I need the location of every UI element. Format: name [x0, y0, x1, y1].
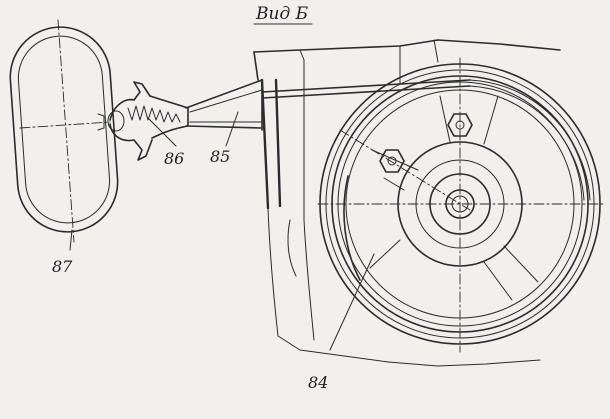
rope-top-line-a: [261, 79, 471, 93]
housing-left-wall-a: [260, 78, 270, 210]
rope-knot: [107, 110, 125, 132]
housing-left-wall-b: [274, 78, 282, 208]
housing-rib-top-b: [433, 39, 439, 63]
cable-sheath-85: [185, 79, 263, 131]
pulley-diagonal-axis: [339, 129, 471, 211]
pulley-spoke-1: [371, 149, 419, 171]
sheath-inner-upper: [189, 89, 263, 113]
rope-wrap-b: [469, 85, 585, 201]
pulley-bolt-left: [379, 149, 405, 173]
callout-85: 85: [210, 147, 230, 166]
rope-top-line-b: [261, 85, 471, 99]
pulley-bolt-left-center: [387, 156, 397, 166]
guide-upper-flange: [109, 81, 151, 121]
leader-86: [147, 117, 177, 147]
grip-cross-axis: [19, 121, 111, 129]
rope-wrap-a: [469, 79, 591, 201]
housing-bottom-edge: [387, 359, 541, 367]
housing-lower-left-contour: [267, 207, 389, 363]
callout-86: 86: [164, 149, 184, 168]
housing-casting-mark: [287, 219, 297, 277]
pulley-spoke-4: [369, 239, 401, 269]
housing-seam-line: [299, 49, 315, 341]
guide-body: [149, 95, 189, 139]
pulley-spoke-2: [483, 95, 499, 145]
pulley-left-arc-detail: [343, 175, 361, 281]
pulley-spoke-1b: [383, 177, 405, 191]
pulley-spoke-2b: [439, 95, 451, 143]
engine-housing: [253, 39, 561, 367]
grip-axis-line: [57, 19, 75, 243]
housing-top-edge: [253, 39, 561, 53]
view-title: Вид Б: [255, 4, 309, 24]
leader-87: [69, 229, 73, 251]
rope-guide-86: [107, 81, 189, 161]
callout-84: 84: [308, 373, 328, 392]
leader-84: [329, 253, 375, 351]
sheath-upper-line: [185, 79, 263, 109]
grip-clip: [97, 113, 105, 131]
view-title-group: Вид Б: [253, 4, 313, 25]
starter-pulley-84: [317, 57, 605, 353]
sheath-lower-line: [185, 125, 263, 129]
guide-spring-coil: [127, 105, 181, 123]
callout-87: 87: [52, 257, 73, 276]
pulley-bolt-top: [447, 113, 473, 137]
grip-inner-outline: [17, 35, 111, 224]
leader-lines: [69, 111, 375, 351]
starter-rope: [261, 79, 471, 99]
housing-left-top-edge: [253, 51, 259, 81]
handle-grip-87: [9, 19, 119, 243]
pulley-spoke-3: [503, 245, 539, 283]
leader-85: [225, 111, 239, 147]
grip-outer-outline: [9, 26, 119, 233]
pulley-spoke-3b: [483, 261, 513, 301]
